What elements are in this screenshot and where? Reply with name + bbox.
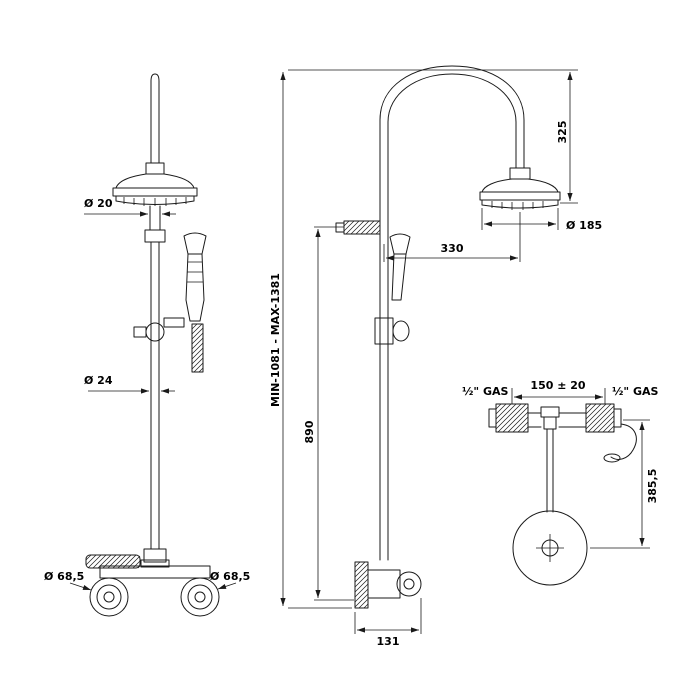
wall-valve-front [85, 548, 220, 617]
dim-label-head-drop: 325 [556, 121, 569, 144]
dim-label-body-depth: 131 [377, 635, 400, 648]
arm-nut [509, 167, 531, 180]
dim-label-column-diameter: Ø 24 [84, 374, 113, 387]
dim-label-right-flange-diameter: Ø 68,5 [210, 570, 250, 583]
shower-column-front [150, 241, 160, 550]
dim-label-left-flange-diameter: Ø 68,5 [44, 570, 84, 583]
shower-arm-inner [387, 73, 517, 561]
dim-label-right-thread: ½" GAS [612, 385, 658, 398]
connection-detail-view: ½" GAS 150 ± 20 ½" GAS 385,5 [462, 379, 659, 586]
hand-shower-front [163, 232, 207, 373]
slider-clamp [374, 317, 410, 345]
dim-label-head-diameter: Ø 185 [566, 219, 602, 232]
hand-shower-face-circle [512, 510, 588, 586]
mixer-lever [85, 554, 141, 569]
holder-knob [335, 222, 345, 233]
centre-tee-fitting [540, 406, 560, 430]
down-pipe [546, 428, 554, 513]
front-view: Ø 20 Ø 24 Ø 68,5 Ø 68,5 [44, 73, 250, 617]
side-view-dimensions: MIN-1081 - MAX-1381 325 Ø 185 330 890 13… [269, 69, 602, 648]
hand-shower-holder-side [343, 220, 381, 235]
left-wall-union [495, 403, 529, 433]
dim-label-centers-distance: 150 ± 20 [530, 379, 585, 392]
shower-column-side [379, 65, 525, 561]
shower-head-side [479, 178, 561, 210]
hand-shower-hose [191, 323, 204, 373]
left-union-flange [488, 408, 497, 428]
left-supply-pipe [527, 412, 542, 428]
front-view-dimensions: Ø 20 Ø 24 Ø 68,5 Ø 68,5 [44, 197, 250, 591]
dim-label-total-height: MIN-1081 - MAX-1381 [269, 273, 282, 407]
head-connector-nut [145, 162, 165, 175]
right-wall-union [585, 403, 615, 433]
column-union-nut [144, 229, 166, 243]
dim-label-arm-reach: 330 [441, 242, 464, 255]
hand-shower-side [389, 233, 411, 301]
detail-view-dimensions: ½" GAS 150 ± 20 ½" GAS 385,5 [462, 379, 659, 549]
dim-label-detail-height: 385,5 [646, 469, 659, 504]
dim-label-head-pipe-diameter: Ø 20 [84, 197, 113, 210]
head-pipe [149, 205, 161, 231]
top-pipe [150, 73, 160, 164]
hand-shower-cradle [603, 423, 637, 463]
dim-label-column-height: 890 [303, 420, 316, 443]
dim-label-left-thread: ½" GAS [462, 385, 508, 398]
wall-valve-side [354, 561, 422, 609]
shower-head-front [112, 173, 198, 206]
side-view: MIN-1081 - MAX-1381 325 Ø 185 330 890 13… [269, 65, 602, 648]
right-union-flange [613, 408, 622, 428]
right-supply-pipe [558, 412, 587, 428]
diverter-knob [133, 322, 165, 342]
